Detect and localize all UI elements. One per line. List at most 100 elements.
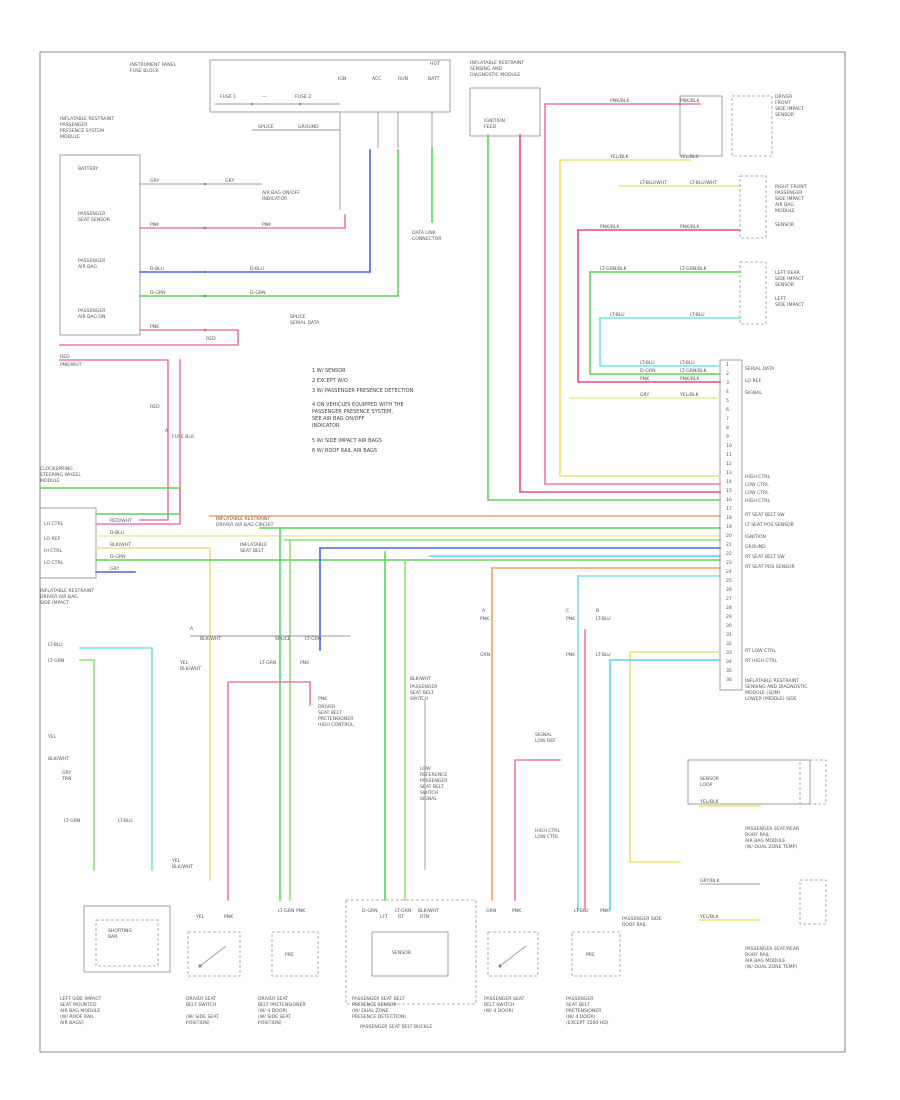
svg-text:SENSOR: SENSOR (775, 282, 795, 288)
svg-text:PNK: PNK (600, 908, 610, 914)
connector-pin-numbers: 1234567891011121314151617181920212223242… (726, 362, 732, 683)
svg-text:SIDE IMPACT: SIDE IMPACT (775, 196, 804, 202)
svg-text:4 ON VEHICLES EQUIPPED WITH T: 4 ON VEHICLES EQUIPPED WITH THE (312, 402, 404, 408)
svg-text:D-GRN: D-GRN (640, 368, 656, 374)
left-side-module-wires: LT-BLU LT-GRN YEL BLK/WHT GRY TRN LT-GRN… (47, 642, 193, 871)
center-ground-lead: BLK/WHT PASSENGER SEAT BELT SWITCH LOW R… (410, 676, 448, 870)
svg-text:GRY: GRY (110, 566, 119, 572)
svg-text:LT-BLU: LT-BLU (118, 818, 133, 824)
svg-text:YEL/BLK: YEL/BLK (699, 799, 720, 805)
svg-text:A: A (190, 626, 194, 632)
svg-text:(W/ SIDE SEAT: (W/ SIDE SEAT (258, 1014, 291, 1020)
svg-text:IGN: IGN (338, 76, 346, 82)
svg-text:RUN: RUN (398, 76, 408, 82)
svg-text:SENSOR: SENSOR (392, 950, 412, 956)
connector-pin-number: 29 (726, 614, 732, 620)
svg-text:PRESENCE SYSTEM: PRESENCE SYSTEM (60, 128, 104, 134)
svg-text:PRESENCE DETECTION): PRESENCE DETECTION) (352, 1014, 406, 1020)
svg-text:MODULE (SDM): MODULE (SDM) (745, 690, 781, 696)
svg-text:GROUND: GROUND (745, 544, 766, 550)
svg-text:A: A (482, 608, 486, 614)
driver-seat-belt-pretensioner: PRE DRIVER SEAT BELT PRETENSIONER (W/ 4 … (258, 908, 319, 1026)
svg-text:RT SEAT BELT SW: RT SEAT BELT SW (745, 554, 785, 560)
svg-text:BLK/WHT: BLK/WHT (48, 756, 69, 762)
connector-pin-number: 19 (726, 524, 732, 530)
connector-pin-number: 34 (726, 659, 732, 665)
diagram-frame (39, 51, 846, 1053)
connector-pin-number: 18 (726, 515, 732, 521)
svg-text:SIDE IMPACT: SIDE IMPACT (775, 302, 804, 308)
connector-pin-number: 21 (726, 542, 732, 548)
svg-text:INSTRUMENT PANEL: INSTRUMENT PANEL (130, 62, 177, 68)
svg-text:HOT: HOT (430, 61, 440, 67)
svg-text:BELT SWITCH: BELT SWITCH (186, 1002, 216, 1008)
main-harness (209, 515, 721, 577)
svg-text:RED/WHT: RED/WHT (110, 518, 132, 524)
svg-text:PASSENGER: PASSENGER (410, 684, 438, 690)
sdm-connector-right: SERIAL DATA LO REF SIGNAL HIGH CTRL LOW … (719, 359, 807, 702)
svg-text:2 EXCEPT W/O: 2 EXCEPT W/O (312, 378, 348, 384)
svg-text:PNK/BLK: PNK/BLK (680, 376, 700, 382)
svg-text:DATA LINK: DATA LINK (412, 230, 437, 236)
inflatable-restraint-sdm-top: INFLATABLE RESTRAINT SENSING AND DIAGNOS… (469, 60, 541, 137)
connector-pin-number: 1 (726, 362, 729, 368)
svg-text:C: C (566, 608, 569, 614)
connector-pin-number: 20 (726, 533, 732, 539)
svg-text:AIR BAG MODULE: AIR BAG MODULE (60, 1008, 100, 1014)
svg-text:PNK: PNK (150, 222, 160, 228)
svg-text:(W/ ROOF RAIL: (W/ ROOF RAIL (60, 1014, 94, 1020)
svg-text:RTN: RTN (420, 914, 429, 920)
svg-text:TRN: TRN (61, 776, 71, 782)
svg-text:(W/ 4 DOOR): (W/ 4 DOOR) (566, 1014, 596, 1020)
svg-text:LT-BLU/WHT: LT-BLU/WHT (690, 180, 717, 186)
connector-pin-number: 26 (726, 587, 732, 593)
svg-text:GRY: GRY (150, 178, 159, 184)
svg-text:DRIVER AIR BAG: DRIVER AIR BAG (40, 594, 78, 600)
svg-text:RED: RED (150, 404, 160, 410)
svg-text:YEL: YEL (171, 858, 181, 864)
connector-pin-number: 10 (726, 443, 732, 449)
passenger-roof-rail-module: SENSOR LOOP YEL/BLK PASSENGER SEAT/REAR … (687, 759, 827, 850)
svg-text:INFLATABLE RESTRAINT: INFLATABLE RESTRAINT (470, 60, 524, 66)
svg-text:YEL: YEL (195, 914, 205, 920)
connector-pin-number: 2 (726, 371, 729, 377)
svg-text:GROUND: GROUND (298, 124, 319, 130)
side-impact-sensor-left: CLOCKSPRING STEERING WHEEL MODULE LH CTR… (39, 466, 97, 606)
svg-text:PNK/BLK: PNK/BLK (610, 98, 630, 104)
svg-text:HIGH CTRL: HIGH CTRL (535, 828, 560, 834)
svg-text:1 W/ SENSOR: 1 W/ SENSOR (312, 368, 346, 374)
svg-text:HIGH CTRL: HIGH CTRL (745, 474, 770, 480)
svg-text:(W/ DUAL ZONE TEMP): (W/ DUAL ZONE TEMP) (745, 964, 797, 970)
svg-text:PNK: PNK (296, 908, 306, 914)
svg-text:SENSING AND DIAGNOSTIC: SENSING AND DIAGNOSTIC (745, 684, 807, 690)
svg-text:LT-BLU/WHT: LT-BLU/WHT (640, 180, 667, 186)
svg-text:INFLATABLE RESTRAINT: INFLATABLE RESTRAINT (216, 516, 270, 522)
svg-text:FUSE 2: FUSE 2 (295, 94, 311, 100)
svg-text:GRN: GRN (486, 908, 496, 914)
svg-text:PNK: PNK (300, 660, 310, 666)
svg-text:INFLATABLE RESTRAINT: INFLATABLE RESTRAINT (745, 678, 799, 684)
connector-pin-number: 5 (726, 398, 729, 404)
svg-text:PRE: PRE (285, 952, 294, 958)
svg-text:SENSOR: SENSOR (700, 776, 720, 782)
svg-text:(W/ 4 DOOR): (W/ 4 DOOR) (258, 1008, 288, 1014)
passenger-seat-belt-switch-b: PASSENGER SEAT BELT SWITCH (W/ 4 DOOR) G… (484, 908, 539, 1014)
svg-text:(W/ 4 DOOR): (W/ 4 DOOR) (484, 1008, 514, 1014)
svg-text:LO CTRL: LO CTRL (44, 560, 64, 566)
svg-text:PASSENGER: PASSENGER (566, 996, 594, 1002)
svg-text:LOW REF: LOW REF (535, 738, 556, 744)
connector-pin-number: 36 (726, 677, 732, 683)
svg-text:SIDE IMPACT: SIDE IMPACT (775, 106, 804, 112)
passenger-roof-rail-label: PASSENGER SIDE ROOF RAIL (622, 916, 662, 928)
svg-text:LEFT: LEFT (775, 296, 786, 302)
svg-text:GRN: GRN (480, 652, 490, 658)
svg-text:FUSE 1: FUSE 1 (220, 94, 236, 100)
svg-text:SIGNAL: SIGNAL (745, 390, 762, 396)
svg-text:FEED: FEED (484, 124, 496, 130)
connector-pin-number: 14 (726, 479, 732, 485)
svg-text:RT HIGH CTRL: RT HIGH CTRL (745, 658, 778, 664)
svg-text:AIR BAG ON: AIR BAG ON (78, 314, 105, 320)
svg-text:BELT PRETENSIONER: BELT PRETENSIONER (258, 1002, 306, 1008)
svg-text:BLK/WHT: BLK/WHT (418, 908, 439, 914)
driver-roof-rail-module: GRY/BLK YEL/BLK PASSENGER SEAT/REAR ROOF… (699, 878, 827, 970)
